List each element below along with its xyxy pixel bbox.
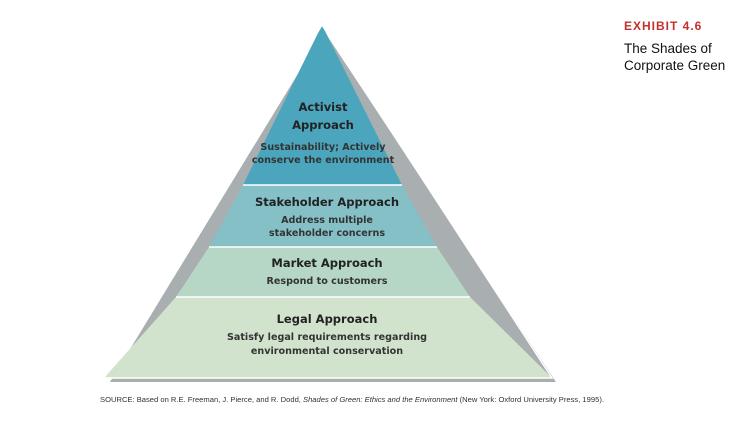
legal-title: Legal Approach	[277, 312, 378, 326]
source-suffix: (New York: Oxford University Press, 1995…	[457, 395, 604, 404]
activist-title-line-2: Approach	[292, 118, 354, 132]
source-prefix: SOURCE: Based on R.E. Freeman, J. Pierce…	[100, 395, 304, 404]
legal-desc-line-2: environmental conservation	[251, 346, 403, 357]
stakeholder-title: Stakeholder Approach	[255, 195, 399, 209]
pyramid-outline	[102, 23, 554, 379]
level-activist	[243, 25, 402, 185]
stakeholder-desc-line-2: stakeholder concerns	[269, 228, 385, 239]
exhibit-title: The Shades of Corporate Green	[624, 41, 726, 73]
activist-desc-line-2: conserve the environment	[252, 155, 395, 166]
stakeholder-desc-line-1: Address multiple	[281, 215, 373, 226]
source-citation: SOURCE: Based on R.E. Freeman, J. Pierce…	[100, 395, 604, 404]
market-desc: Respond to customers	[267, 276, 388, 287]
legal-desc-line-1: Satisfy legal requirements regarding	[227, 332, 427, 343]
market-title: Market Approach	[271, 256, 382, 270]
level-stakeholder	[209, 185, 437, 247]
activist-title-line-1: Activist	[299, 100, 348, 114]
exhibit-label: EXHIBIT 4.6	[624, 19, 703, 33]
activist-desc-line-1: Sustainability; Actively	[260, 142, 386, 153]
level-market	[176, 247, 470, 297]
level-legal	[104, 297, 552, 378]
pyramid-diagram: Activist Approach Sustainability; Active…	[102, 23, 556, 382]
source-book-title: Shades of Green: Ethics and the Environm…	[303, 395, 458, 404]
